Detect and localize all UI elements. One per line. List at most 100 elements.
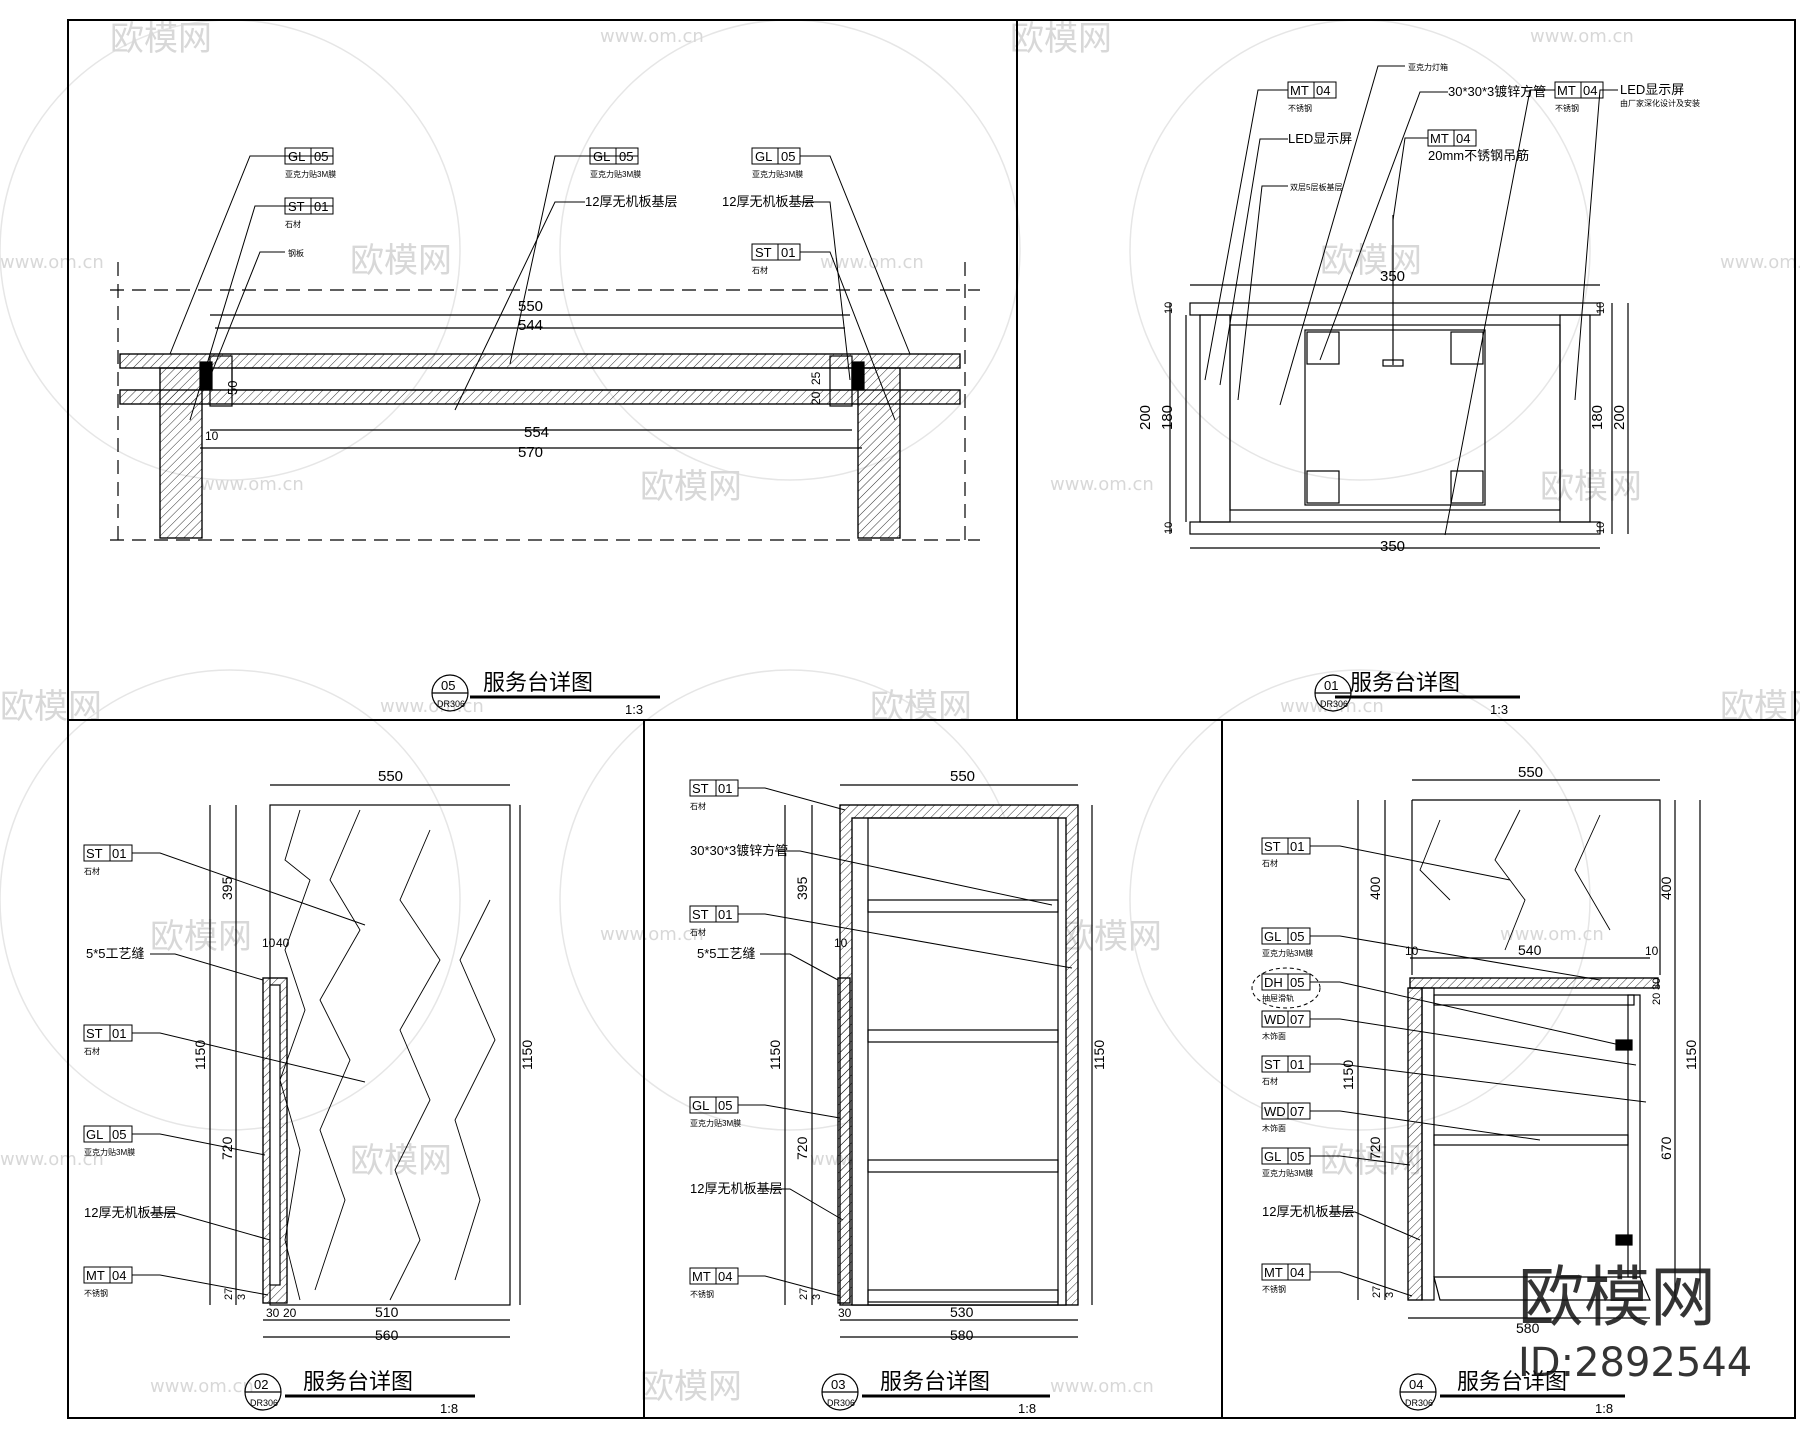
tag-code: ST	[692, 781, 709, 796]
dim-text: 400	[1658, 876, 1674, 900]
tag-code: 01	[1290, 1057, 1304, 1072]
dim-text: 180	[1159, 405, 1176, 430]
tag-note: 12厚无机板基层	[84, 1205, 176, 1220]
dim-text: 720	[794, 1136, 810, 1160]
dim-text: 560	[375, 1327, 399, 1343]
tag-code: 04	[112, 1268, 126, 1283]
view-scale: 1:8	[1595, 1401, 1613, 1416]
tag-code: 05	[718, 1098, 732, 1113]
watermark-site: www.om.cn	[0, 252, 104, 273]
tag-note: 双层5层板基层	[1290, 182, 1342, 192]
tag-note: 亚克力贴3M膜	[285, 169, 336, 179]
tag-note: 12厚无机板基层	[690, 1181, 782, 1196]
sheet-number: DR306	[827, 1398, 855, 1408]
tag-note: 亚克力灯箱	[1408, 62, 1448, 72]
tag-code: MT	[692, 1269, 711, 1284]
dim-text: 1150	[1091, 1040, 1107, 1070]
dim-text: 554	[524, 424, 549, 441]
tag-note: 石材	[1262, 1076, 1278, 1086]
view-03: 550 395 1150 1150 720 27 3 10 530 30 580…	[689, 768, 1107, 1416]
tag-code: WD	[1264, 1104, 1286, 1119]
tag-note: 不锈钢	[84, 1288, 108, 1298]
dim-text: 510	[375, 1304, 399, 1320]
dim-text: 27	[223, 1288, 235, 1300]
tag-code: MT	[1430, 131, 1449, 146]
tag-note: 12厚无机板基层	[722, 194, 814, 209]
dim-text: 10	[1163, 522, 1175, 534]
dim-text: 550	[518, 298, 543, 315]
tag-code: 05	[1290, 975, 1304, 990]
view-scale: 1:8	[440, 1401, 458, 1416]
tag-code: DH	[1264, 975, 1283, 990]
tag-code: ST	[86, 1026, 103, 1041]
watermark-brand: 欧模网	[1320, 1141, 1422, 1181]
watermark-site: www.om.cn	[600, 924, 704, 945]
tag-note: 钢板	[288, 248, 304, 258]
tag-code: GL	[86, 1127, 103, 1142]
dim-text: 550	[1518, 764, 1543, 781]
tag-note: 亚克力贴3M膜	[590, 169, 641, 179]
dim-text: 1150	[192, 1040, 208, 1070]
view-number: 01	[1324, 678, 1338, 693]
tag-note: 石材	[752, 265, 768, 275]
view-title: 服务台详图	[303, 1369, 413, 1394]
watermark-site: www.om.cn	[1050, 474, 1154, 495]
dim-text: 10	[1645, 944, 1659, 958]
dim-text: 20	[1651, 993, 1663, 1005]
tag-code: GL	[1264, 1149, 1281, 1164]
dim-text: 30	[1651, 978, 1663, 990]
tag-code: 07	[1290, 1104, 1304, 1119]
tag-code: ST	[86, 846, 103, 861]
tag-code: GL	[692, 1098, 709, 1113]
watermark-brand: 欧模网	[350, 1141, 452, 1181]
tag-note: LED显示屏	[1620, 82, 1684, 97]
tag-note: 12厚无机板基层	[585, 194, 677, 209]
dim-text: 350	[1380, 538, 1405, 555]
dim-text: 20	[809, 391, 823, 405]
tag-note: 不锈钢	[1555, 103, 1579, 113]
tag-note: 5*5工艺缝	[86, 946, 145, 961]
watermark-site: www.om.cn	[600, 26, 704, 47]
tag-code: 04	[1290, 1265, 1304, 1280]
dim-text: 720	[219, 1136, 235, 1160]
tag-code: MT	[86, 1268, 105, 1283]
dim-text: 720	[1367, 1136, 1383, 1160]
dim-text: 530	[950, 1304, 974, 1320]
dim-text: 570	[518, 444, 543, 461]
view-05: 550 544 554 570 50 25 20 10 GL 05 亚克力贴3M…	[110, 147, 980, 717]
sheet-number: DR306	[437, 699, 465, 709]
dim-text: 30	[838, 1306, 852, 1320]
watermark-brand: 欧模网	[1010, 19, 1112, 59]
dim-text: 540	[1518, 942, 1542, 958]
dim-text: 1150	[1683, 1040, 1699, 1070]
dim-text: 200	[1137, 405, 1154, 430]
tag-code: 07	[1290, 1012, 1304, 1027]
watermark-brand: 欧模网	[640, 467, 742, 507]
sheet-number: DR306	[250, 1398, 278, 1408]
tag-code: 04	[1316, 83, 1330, 98]
tag-note: 石材	[84, 1046, 100, 1056]
tag-code: ST	[755, 245, 772, 260]
tag-code: 04	[1456, 131, 1470, 146]
dim-text: 10	[205, 429, 219, 443]
tag-code: 05	[112, 1127, 126, 1142]
watermark-site: www.om.cn	[1050, 1376, 1154, 1397]
watermark-site: www.om.cn	[820, 252, 924, 273]
watermark-brand: 欧模网	[1320, 241, 1422, 281]
watermark-site: www.om.cn	[0, 1149, 104, 1170]
tag-code: 01	[718, 781, 732, 796]
dim-text: 670	[1658, 1136, 1674, 1160]
view-scale: 1:3	[1490, 702, 1508, 717]
tag-note: 不锈钢	[1288, 103, 1312, 113]
watermark-brand: 欧模网	[110, 19, 212, 59]
dim-text: 3	[236, 1294, 248, 1300]
watermark-site: www.om.cn	[150, 1376, 254, 1397]
view-number: 03	[831, 1377, 845, 1392]
dim-text: 550	[378, 768, 403, 785]
view-02: 550 395 1150 1150 720 27 3 10 40 510 30 …	[83, 768, 535, 1416]
dim-text: 20	[283, 1306, 297, 1320]
tag-code: MT	[1557, 83, 1576, 98]
sheet-number: DR306	[1320, 699, 1348, 709]
tag-note: 由厂家深化设计及安装	[1620, 98, 1700, 108]
